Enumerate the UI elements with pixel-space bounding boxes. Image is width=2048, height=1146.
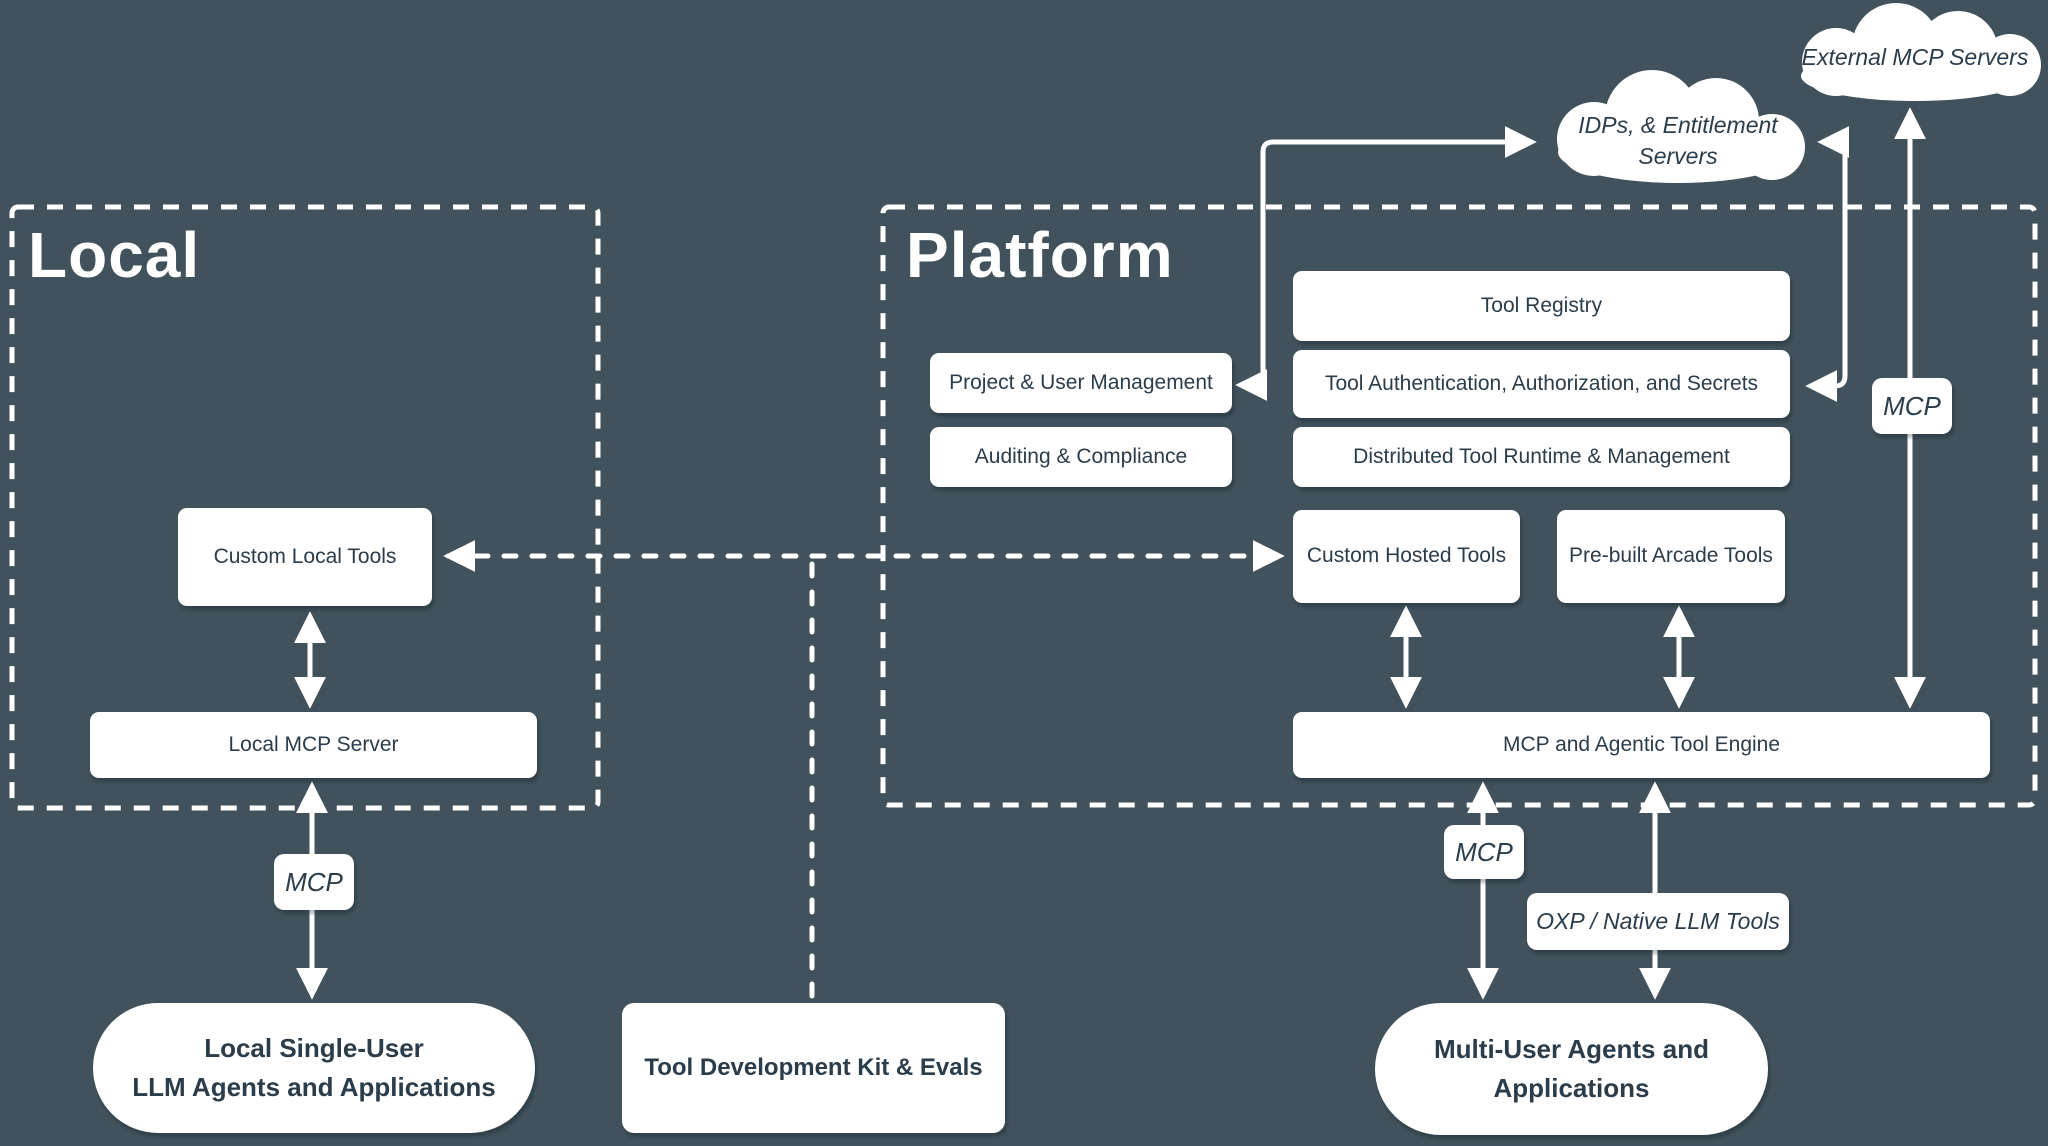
project-user-management-box: Project & User Management (930, 353, 1232, 413)
tool-auth-box: Tool Authentication, Authorization, and … (1293, 350, 1790, 418)
mcp-label-platform-bottom: MCP (1444, 825, 1524, 879)
local-mcp-server-box: Local MCP Server (90, 712, 537, 778)
local-frame-title: Local (28, 219, 201, 291)
tool-development-kit-label: Tool Development Kit & Evals (644, 1054, 983, 1081)
auditing-compliance-box: Auditing & Compliance (930, 427, 1232, 487)
mcp-agentic-tool-engine-label: MCP and Agentic Tool Engine (1502, 732, 1781, 756)
external-mcp-cloud-label: External MCP Servers (1800, 38, 2030, 78)
idps-cloud-text-line2: Servers (1638, 143, 1718, 169)
idps-cloud-label: IDPs, & Entitlement Servers (1558, 106, 1798, 176)
arrow-project-user-to-idps-cloud (1235, 125, 1537, 402)
local-mcp-server-label: Local MCP Server (228, 732, 399, 756)
multi-user-agents-line2: Applications (1493, 1073, 1650, 1103)
custom-local-tools-box: Custom Local Tools (178, 508, 432, 606)
external-mcp-cloud-shape (1801, 3, 2041, 101)
local-single-user-agents-line1: Local Single-User (204, 1033, 424, 1063)
platform-frame-title: Platform (906, 219, 1174, 291)
multi-user-agents-pill: Multi-User Agents and Applications (1375, 1003, 1768, 1135)
external-mcp-cloud-text: External MCP Servers (1801, 44, 2029, 71)
distributed-runtime-label: Distributed Tool Runtime & Management (1353, 444, 1730, 468)
idps-cloud-shape (1557, 70, 1805, 183)
tool-registry-box: Tool Registry (1293, 271, 1790, 341)
custom-hosted-tools-box: Custom Hosted Tools (1293, 510, 1520, 603)
custom-local-tools-label: Custom Local Tools (213, 544, 397, 568)
distributed-runtime-box: Distributed Tool Runtime & Management (1293, 427, 1790, 487)
local-frame-border (9, 204, 601, 811)
prebuilt-arcade-tools-box: Pre-built Arcade Tools (1557, 510, 1785, 603)
tool-auth-label: Tool Authentication, Authorization, and … (1324, 371, 1759, 395)
arrow-tool-auth-to-idps-cloud (1805, 125, 1850, 403)
local-single-user-agents-pill: Local Single-User LLM Agents and Applica… (93, 1003, 535, 1133)
idps-cloud-text-line1: IDPs, & Entitlement (1578, 111, 1778, 138)
local-single-user-agents-line2: LLM Agents and Applications (132, 1072, 496, 1102)
mcp-label-external: MCP (1872, 378, 1952, 434)
project-user-management-label: Project & User Management (949, 370, 1213, 394)
tool-registry-label: Tool Registry (1480, 293, 1603, 317)
multi-user-agents-line1: Multi-User Agents and (1434, 1034, 1709, 1064)
oxp-native-llm-tools-label: OXP / Native LLM Tools (1527, 893, 1789, 950)
tool-development-kit-box: Tool Development Kit & Evals (622, 1003, 1005, 1133)
auditing-compliance-label: Auditing & Compliance (974, 444, 1188, 468)
custom-hosted-tools-label: Custom Hosted Tools (1306, 544, 1507, 568)
prebuilt-arcade-tools-label: Pre-built Arcade Tools (1569, 544, 1773, 568)
mcp-agentic-tool-engine-box: MCP and Agentic Tool Engine (1293, 712, 1990, 778)
mcp-label-local: MCP (274, 854, 354, 910)
